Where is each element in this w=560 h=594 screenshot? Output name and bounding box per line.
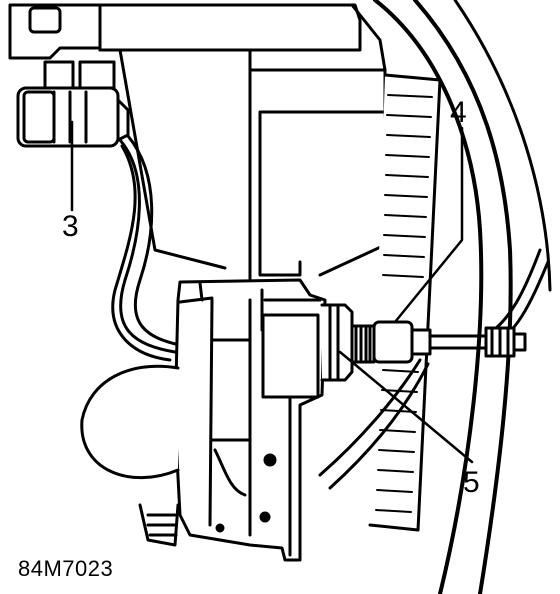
figure-code: 84M7023	[18, 556, 114, 581]
shroud-plate	[8, 3, 102, 60]
fan-cowl	[98, 3, 387, 292]
wire-harness	[111, 134, 182, 362]
radiator-fins	[368, 73, 442, 532]
leader-lines	[70, 120, 474, 464]
motor-housing	[173, 278, 327, 562]
fan-guard	[373, 0, 552, 594]
callout-4: 4	[450, 96, 467, 129]
capillary-lead	[318, 248, 550, 490]
fan-blade	[80, 364, 180, 547]
connector-3	[16, 60, 130, 148]
sensor-assembly	[320, 303, 432, 382]
callout-5: 5	[463, 466, 480, 499]
callout-3: 3	[62, 210, 79, 243]
